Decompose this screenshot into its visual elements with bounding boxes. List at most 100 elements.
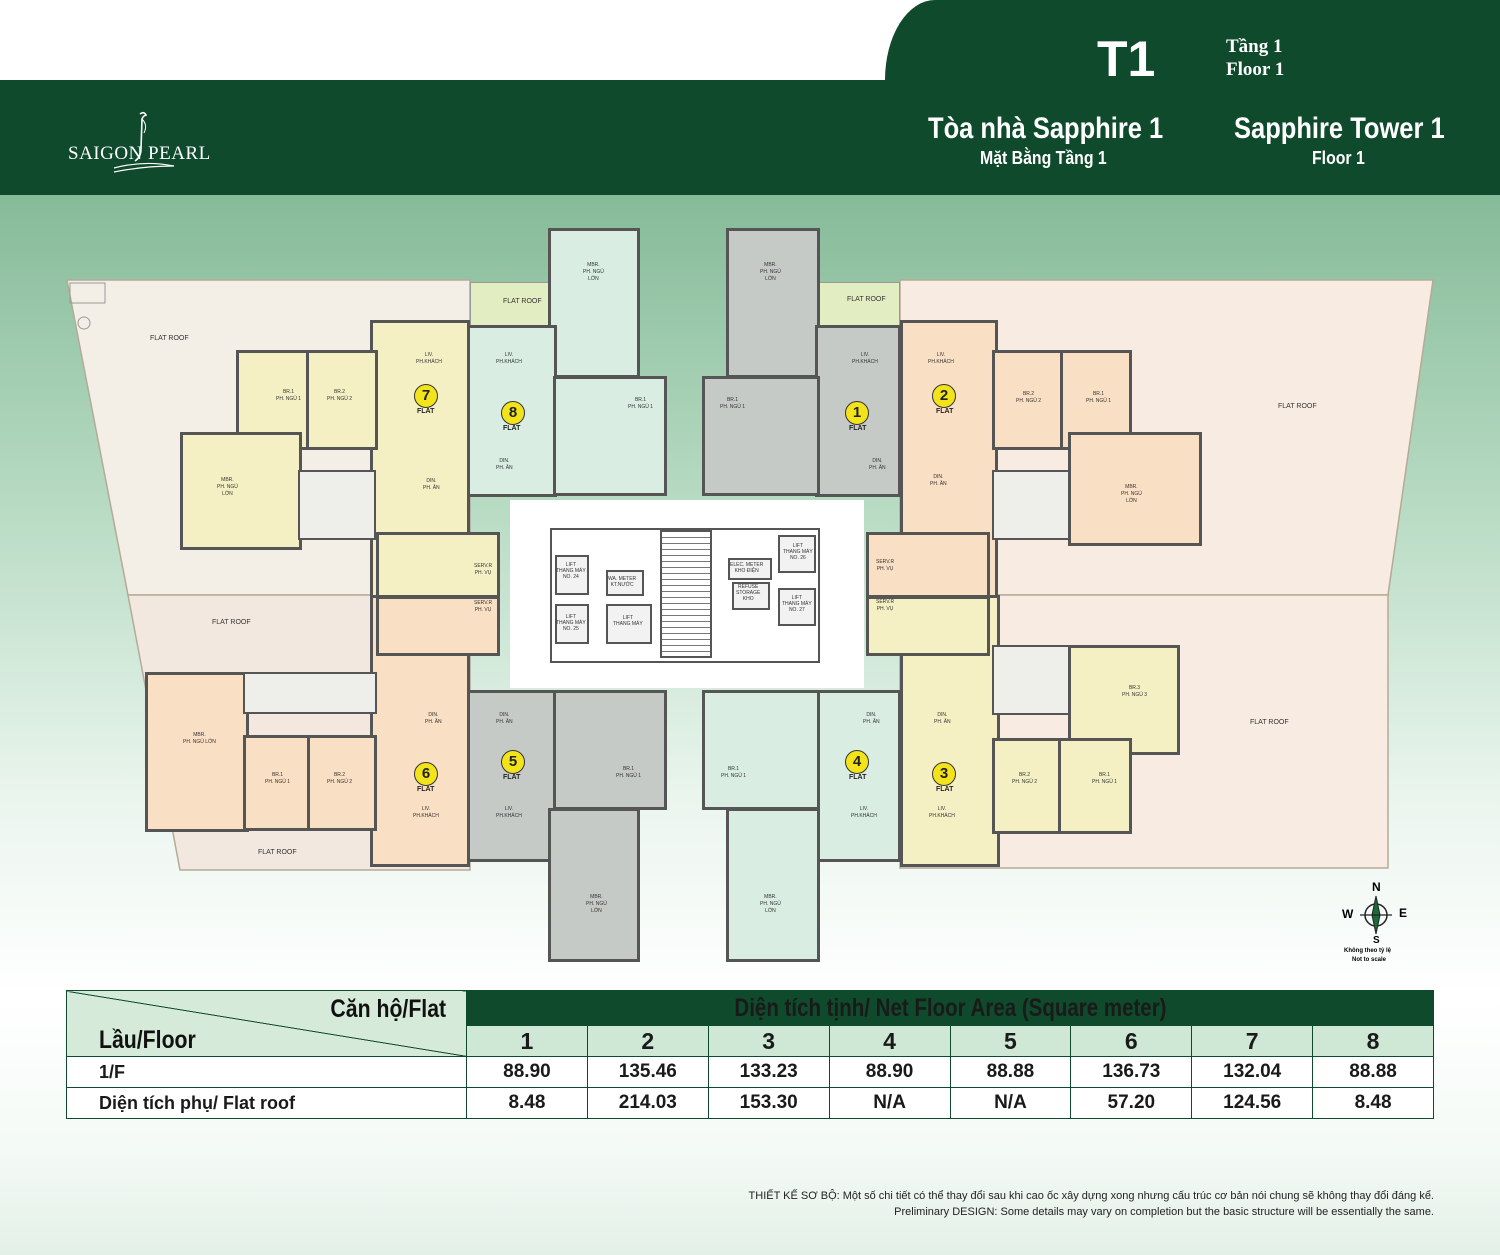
tower-code: T1 [1097,31,1156,87]
flat-3-br2 [992,738,1062,834]
flat-2-mbr-label: MBR. PH. NGỦ LỚN [1121,484,1142,504]
area-value: 136.73 [1070,1056,1193,1088]
flat-3-br3-label: BR.3 PH. NGỦ 3 [1122,685,1148,698]
flat-8-br1-label: BR.1 PH. NGỦ 1 [628,397,654,410]
flat-2-din-label: DIN. PH. ĂN [930,474,947,487]
flat-4-badge: 4 [845,750,869,774]
flat-2-badge: 2 [932,384,956,408]
flat-number: 6 [1070,1025,1193,1057]
flat-5-liv-label: LIV. PH.KHÁCH [496,806,522,819]
flat-6-br2 [307,735,377,831]
lift-27-label: LIFT THANG MÁY NO. 27 [782,595,812,613]
flat-2-br2 [992,350,1064,450]
row-label: Diện tích phụ/ Flat roof [66,1087,467,1119]
flat-number-row: 1 2 3 4 5 6 7 8 [67,1025,1434,1057]
flat-8-din-label: DIN. PH. ĂN [496,458,513,471]
lift-26-label: LIFT THANG MÁY NO. 26 [783,543,813,561]
flat-7-mbr-label: MBR. PH. NGỦ LỚN [217,477,238,497]
compass: N W E S Không theo tỷ lệ Not to scale [1336,880,1416,970]
lift-24 [555,555,589,595]
area-value: 88.90 [828,1056,951,1088]
flat-6-din-label: DIN. PH. ĂN [425,712,442,725]
flat-8-mbr-label: MBR. PH. NGỦ LỚN [583,262,604,282]
flat-number: 1 [466,1025,588,1057]
saigon-pearl-logo: SAIGON PEARL [66,110,216,180]
flat-1-flat-word: FLAT [849,425,867,432]
flat-1-br1-label: BR.1 PH. NGỦ 1 [720,397,746,410]
flat-6-bath [243,672,377,714]
flat-7-br2 [306,350,378,450]
header-tab [885,0,1500,195]
flat-6-liv-label: LIV. PH.KHÁCH [413,806,439,819]
floor-plan: FLAT ROOF FLAT ROOF FLAT ROOF FLAT ROOF … [66,228,1434,962]
area-value: N/A [949,1087,1072,1119]
row-label: 1/F [66,1056,467,1088]
area-value: N/A [828,1087,951,1119]
scale-note-vi: Không theo tỷ lệ [1344,948,1391,954]
flat-2-flat-word: FLAT [936,408,954,415]
flat-7-liv-label: LIV. PH.KHÁCH [416,352,442,365]
lift-26 [778,535,816,573]
compass-s: S [1373,935,1380,946]
flat-roof-small [818,282,900,326]
lift-25-label: LIFT THANG MÁY NO. 25 [556,614,586,632]
flat-roof-label: FLAT ROOF [1250,719,1289,726]
flat-7-mbr [180,432,302,550]
lift-24-label: LIFT THANG MÁY NO. 24 [556,562,586,580]
compass-e: E [1399,906,1408,920]
flat-7-bath [298,470,376,540]
refuse-storage [732,582,770,610]
area-value: 124.56 [1191,1087,1314,1119]
flat-5-br1 [553,690,667,810]
flat-1-br1 [702,376,820,496]
area-value: 153.30 [707,1087,830,1119]
area-value: 57.20 [1070,1087,1193,1119]
area-value: 214.03 [586,1087,709,1119]
wa-meter [606,570,644,596]
floor-label-en: Floor 1 [1226,59,1285,80]
elec-meter [728,558,772,580]
area-value: 133.23 [707,1056,830,1088]
plan-subtitle-vi: Mặt Bằng Tầng 1 [980,148,1107,168]
flat-7-flat-word: FLAT [417,408,435,415]
flat-2-br1-label: BR.1 PH. NGỦ 1 [1086,391,1112,404]
flat-roof-label: FLAT ROOF [503,298,542,305]
flat-3-br2-label: BR.2 PH. NGỦ 2 [1012,772,1038,785]
flat-1-badge: 1 [845,401,869,425]
flat-7-br2-label: BR.2 PH. NGỦ 2 [327,389,353,402]
flat-number: 4 [828,1025,951,1057]
plan-subtitle-en: Floor 1 [1312,148,1365,168]
area-table: Căn hộ/Flat Lầu/Floor Diện tích tịnh/ Ne… [66,990,1434,1119]
table-row: 1/F 88.90 135.46 133.23 88.90 88.88 136.… [66,1056,1434,1088]
disclaimer-en: Preliminary DESIGN: Some details may var… [894,1206,1434,1218]
pearl-bird-icon [113,111,175,173]
table-row: Diện tích phụ/ Flat roof 8.48 214.03 153… [66,1087,1434,1119]
flat-3-serv-label: SERV.R PH. VỤ [876,599,895,612]
floor-label-vi: Tầng 1 [1226,36,1283,57]
area-value: 88.90 [466,1056,588,1088]
flat-5-flat-word: FLAT [503,774,521,781]
flat-4-mbr-label: MBR. PH. NGỦ LỚN [760,894,781,914]
area-value: 8.48 [466,1087,588,1119]
flat-number: 5 [949,1025,1072,1057]
elec-meter-label: ELEC. METER KHO ĐIỆN [730,562,764,574]
area-title: Diện tích tịnh/ Net Floor Area (Square m… [733,993,1167,1022]
flat-6-mbr-label: MBR. PH. NGỦ LỚN [183,732,216,745]
flat-3-bath [992,645,1070,715]
flat-2-liv-label: LIV. PH.KHÁCH [928,352,954,365]
flat-4-liv-label: LIV. PH.KHÁCH [851,806,877,819]
flat-4-living [815,690,901,862]
flat-3-br1 [1058,738,1132,834]
area-value: 88.88 [949,1056,1072,1088]
flat-number: 2 [586,1025,709,1057]
compass-n: N [1372,880,1381,894]
flat-3-liv-label: LIV. PH.KHÁCH [929,806,955,819]
table-corner-cell: Căn hộ/Flat Lầu/Floor [66,990,467,1057]
building-title-vi: Tòa nhà Sapphire 1 [928,112,1164,145]
flat-roof-label: FLAT ROOF [212,619,251,626]
flat-2-br2-label: BR.2 PH. NGỦ 2 [1016,391,1042,404]
flat-1-mbr-label: MBR. PH. NGỦ LỚN [760,262,781,282]
logo-text: SAIGON PEARL [68,143,211,164]
flat-4-br1 [702,690,820,810]
flat-5-living [467,690,557,862]
